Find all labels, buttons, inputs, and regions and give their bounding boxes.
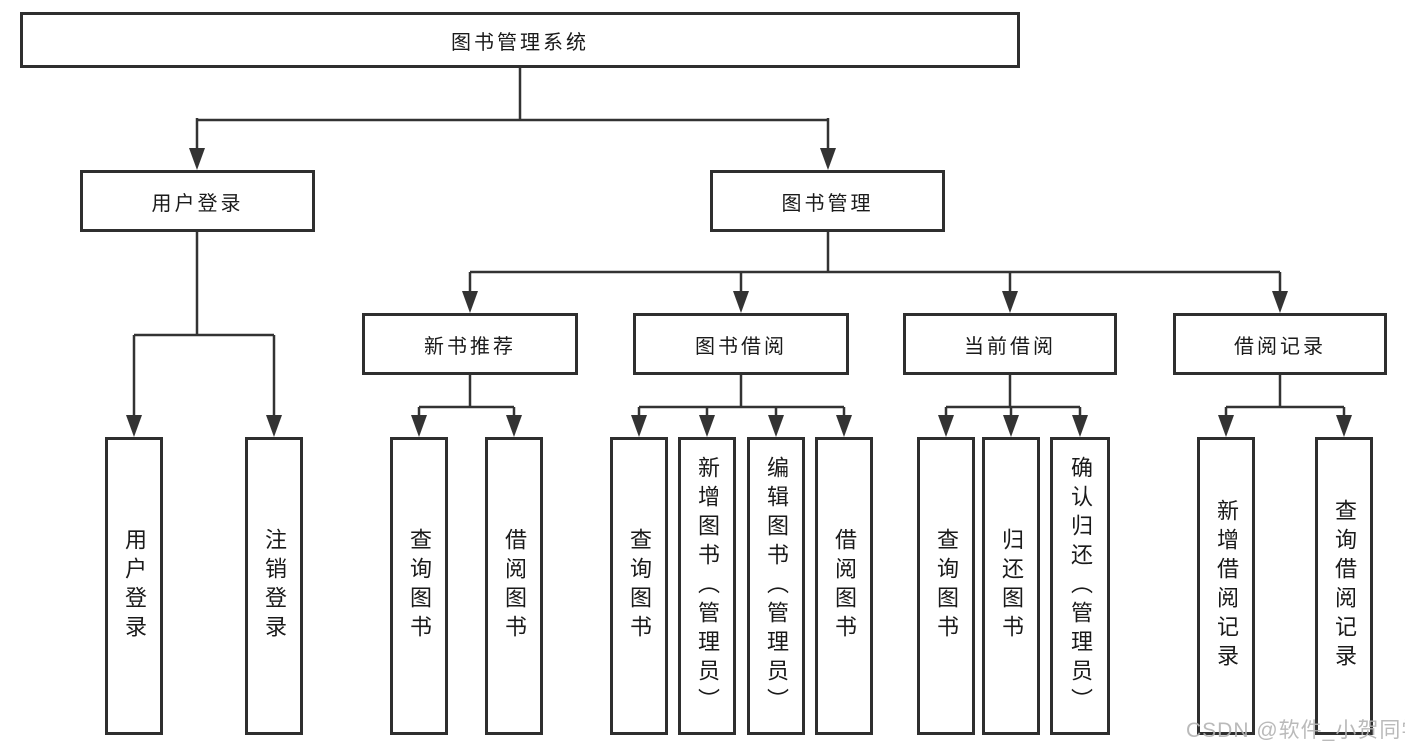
node-label: 查询图书 <box>934 528 959 644</box>
leaf-confirm-return-admin: 确认归还（管理员） <box>1050 437 1110 735</box>
leaf-add-borrow-record: 新增借阅记录 <box>1197 437 1255 735</box>
leaf-recommend-query-books: 查询图书 <box>390 437 448 735</box>
node-new-book-recommend: 新书推荐 <box>362 313 578 375</box>
node-current-borrowing: 当前借阅 <box>903 313 1117 375</box>
node-label: 用户登录 <box>151 192 244 215</box>
leaf-borrowing-borrow-books: 借阅图书 <box>815 437 873 735</box>
node-label: 编辑图书（管理员） <box>764 455 789 717</box>
leaf-current-query-books: 查询图书 <box>917 437 975 735</box>
node-label: 确认归还（管理员） <box>1068 455 1093 717</box>
node-label: 归还图书 <box>999 528 1024 644</box>
node-label: 注销登录 <box>262 528 287 644</box>
node-label: 新增借阅记录 <box>1214 499 1239 673</box>
node-label: 借阅图书 <box>502 528 527 644</box>
node-label: 图书借阅 <box>695 335 787 358</box>
node-label: 当前借阅 <box>964 335 1056 358</box>
node-label: 查询图书 <box>627 528 652 644</box>
node-label: 图书管理 <box>781 192 874 215</box>
arrowheads <box>126 148 1352 437</box>
leaf-user-login: 用户登录 <box>105 437 163 735</box>
node-user-login: 用户登录 <box>80 170 315 232</box>
csdn-watermark: CSDN @软件_小贺同学 <box>1186 719 1405 742</box>
node-label: 查询借阅记录 <box>1332 499 1357 673</box>
node-label: 图书管理系统 <box>451 31 589 54</box>
node-borrowing-records: 借阅记录 <box>1173 313 1387 375</box>
node-label: 新增图书（管理员） <box>695 455 720 717</box>
node-label: 查询图书 <box>407 528 432 644</box>
node-label: 新书推荐 <box>424 335 516 358</box>
node-label: 借阅记录 <box>1234 335 1326 358</box>
node-book-borrowing: 图书借阅 <box>633 313 849 375</box>
leaf-borrowing-query-books: 查询图书 <box>610 437 668 735</box>
node-book-management: 图书管理 <box>710 170 945 232</box>
leaf-add-books-admin: 新增图书（管理员） <box>678 437 736 735</box>
leaf-return-books: 归还图书 <box>982 437 1040 735</box>
node-library-system: 图书管理系统 <box>20 12 1020 68</box>
leaf-edit-books-admin: 编辑图书（管理员） <box>747 437 805 735</box>
leaf-recommend-borrow-books: 借阅图书 <box>485 437 543 735</box>
leaf-query-borrow-record: 查询借阅记录 <box>1315 437 1373 735</box>
node-label: 用户登录 <box>122 528 147 644</box>
node-label: 借阅图书 <box>832 528 857 644</box>
leaf-logout: 注销登录 <box>245 437 303 735</box>
